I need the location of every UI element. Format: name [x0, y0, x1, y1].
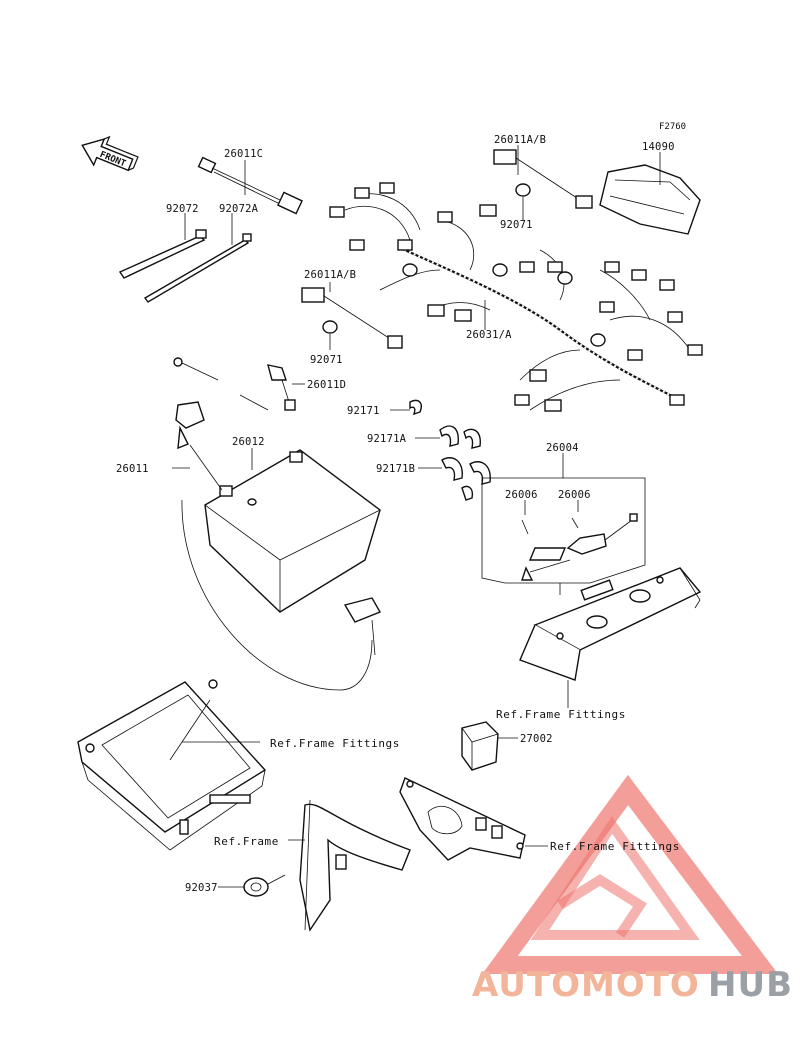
- part-labels: 26011C 92072 92072A 26011A/B 92071 14090…: [116, 134, 675, 894]
- ref-frame-fittings-label-2: Ref.Frame Fittings: [270, 737, 400, 750]
- part-26011C-cable: [197, 156, 303, 215]
- frame-plate-center: [399, 777, 526, 861]
- front-arrow-icon: FRONT: [81, 135, 139, 172]
- watermark-text-hub: HUB: [708, 965, 793, 1005]
- label-92071-mid: 92071: [310, 354, 343, 366]
- frame-bracket-right: [519, 567, 702, 681]
- label-26011C: 26011C: [224, 148, 263, 160]
- label-26004: 26004: [546, 442, 579, 454]
- part-92171B-clamp: [441, 457, 491, 501]
- part-26011D-battery-lead: [267, 364, 296, 411]
- part-14090-cover: [599, 164, 701, 235]
- label-92072A: 92072A: [219, 203, 259, 215]
- label-92171B: 92171B: [376, 463, 415, 475]
- watermark-text-automoto: AUTOMOTO: [472, 965, 700, 1005]
- leader-lines: [169, 145, 661, 888]
- label-26031A: 26031/A: [466, 329, 512, 341]
- label-92171A: 92171A: [367, 433, 407, 445]
- reference-labels: Ref.Frame Fittings Ref.Frame Fittings Re…: [214, 708, 680, 853]
- figure-code: F2760: [659, 122, 686, 132]
- battery-bolt: [173, 357, 219, 381]
- part-92071-grommet-mid: [322, 320, 338, 334]
- part-26012-battery: [204, 449, 381, 613]
- part-26011-terminal-cap: [175, 401, 205, 450]
- label-26011D: 26011D: [307, 379, 346, 391]
- label-26006-b: 26006: [558, 489, 591, 501]
- part-92071-grommet-top: [515, 183, 531, 197]
- ref-frame-fittings-label-1: Ref.Frame Fittings: [496, 708, 626, 721]
- ref-frame-label: Ref.Frame: [214, 835, 279, 848]
- label-27002: 27002: [520, 733, 553, 745]
- label-92037: 92037: [185, 882, 218, 894]
- frame-section: [299, 799, 411, 932]
- label-26011: 26011: [116, 463, 149, 475]
- label-14090: 14090: [642, 141, 675, 153]
- part-27002-relay: [461, 721, 499, 771]
- part-26004-fuse-assembly: [481, 477, 646, 584]
- part-92072A-cable-tie: [143, 233, 252, 303]
- automotohub-wordmark: AUTOMOTO HUB: [472, 965, 793, 1005]
- label-26006-a: 26006: [505, 489, 538, 501]
- part-92072-cable-tie: [118, 229, 207, 279]
- label-26011AB-top: 26011A/B: [494, 134, 546, 146]
- part-92171-clamp: [409, 399, 422, 416]
- label-26011AB-mid: 26011A/B: [304, 269, 356, 281]
- part-26011AB-cable-top: [493, 149, 593, 209]
- label-92071-top: 92071: [500, 219, 533, 231]
- label-26012: 26012: [232, 436, 265, 448]
- battery-tray: [77, 679, 267, 851]
- label-92171: 92171: [347, 405, 380, 417]
- automotohub-logo: [482, 774, 779, 974]
- part-92037-clamp: [243, 874, 286, 897]
- part-26031A-wiring-harness: [329, 182, 703, 412]
- ref-frame-fittings-label-3: Ref.Frame Fittings: [550, 840, 680, 853]
- battery-breather-hose: [181, 499, 382, 691]
- part-26011AB-cable-mid: [301, 287, 403, 349]
- part-92171A-clamp: [439, 425, 481, 449]
- label-92072: 92072: [166, 203, 199, 215]
